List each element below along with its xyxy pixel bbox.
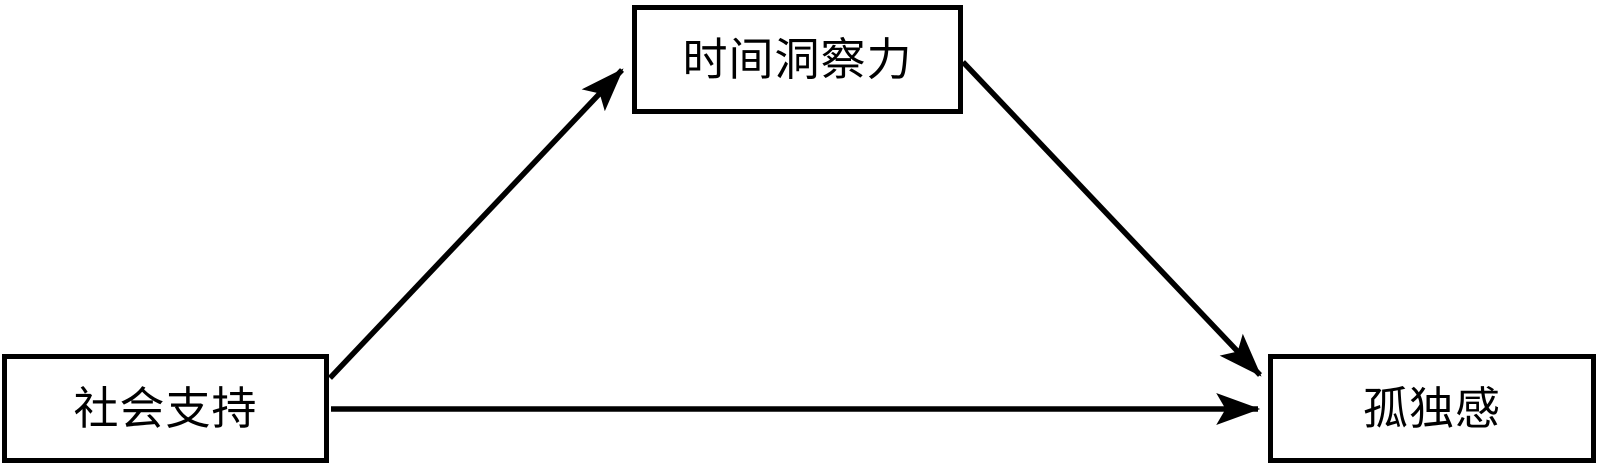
edge-b-path-time-perspective-to-loneliness — [961, 60, 1262, 377]
node-loneliness-label: 孤独感 — [1362, 382, 1501, 435]
node-loneliness[interactable]: 孤独感 — [1268, 354, 1596, 463]
node-social-support-label: 社会支持 — [73, 382, 258, 435]
node-time-perspective[interactable]: 时间洞察力 — [632, 5, 963, 114]
node-time-perspective-label: 时间洞察力 — [682, 33, 913, 86]
node-social-support[interactable]: 社会支持 — [2, 354, 329, 463]
edge-a-path-social-support-to-time-perspective — [328, 68, 624, 380]
